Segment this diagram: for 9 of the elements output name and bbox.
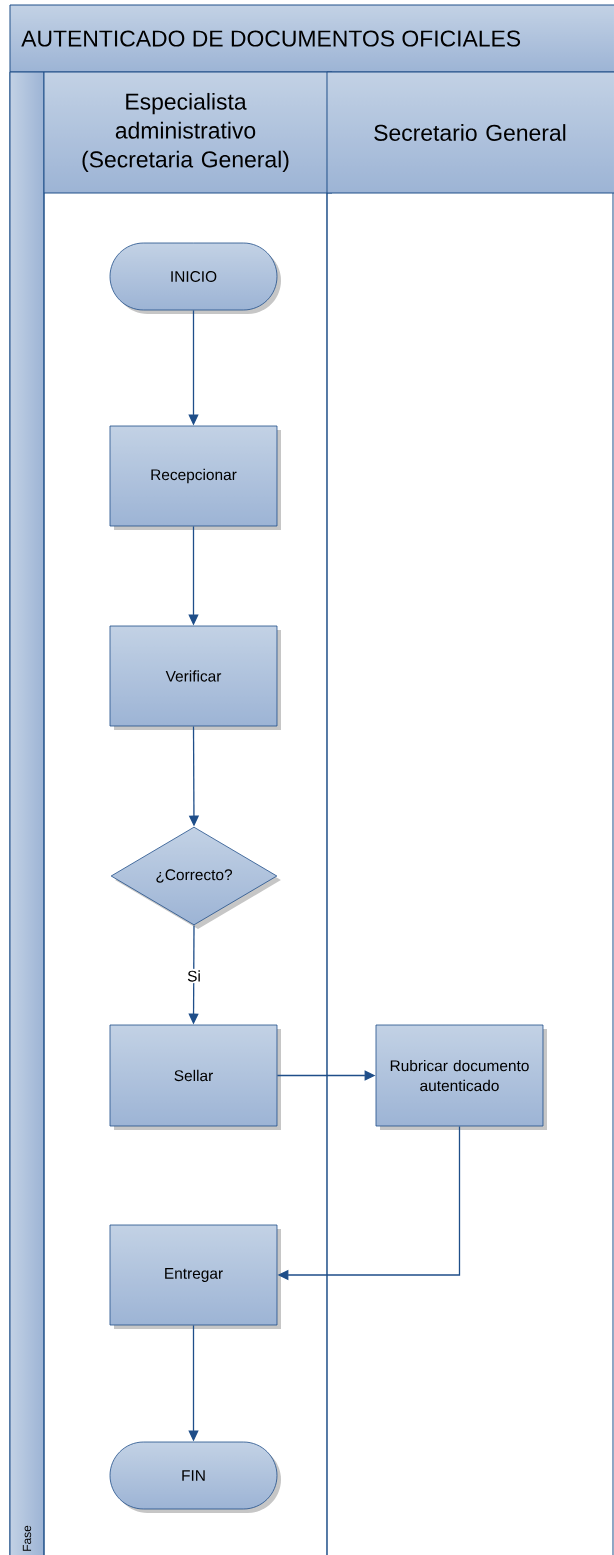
terminator: INICIO (109, 242, 281, 314)
process-box: Sellar (109, 1024, 281, 1130)
edge-label: Si (185, 968, 203, 984)
process-box: Verificar (109, 625, 281, 730)
process-box: Entregar (109, 1224, 281, 1329)
process-box: Recepcionar (109, 425, 281, 530)
process-box: Rubricar documento autenticado (375, 1024, 547, 1130)
terminator: FIN (109, 1441, 281, 1513)
phase-band: Fase (9, 71, 45, 1555)
